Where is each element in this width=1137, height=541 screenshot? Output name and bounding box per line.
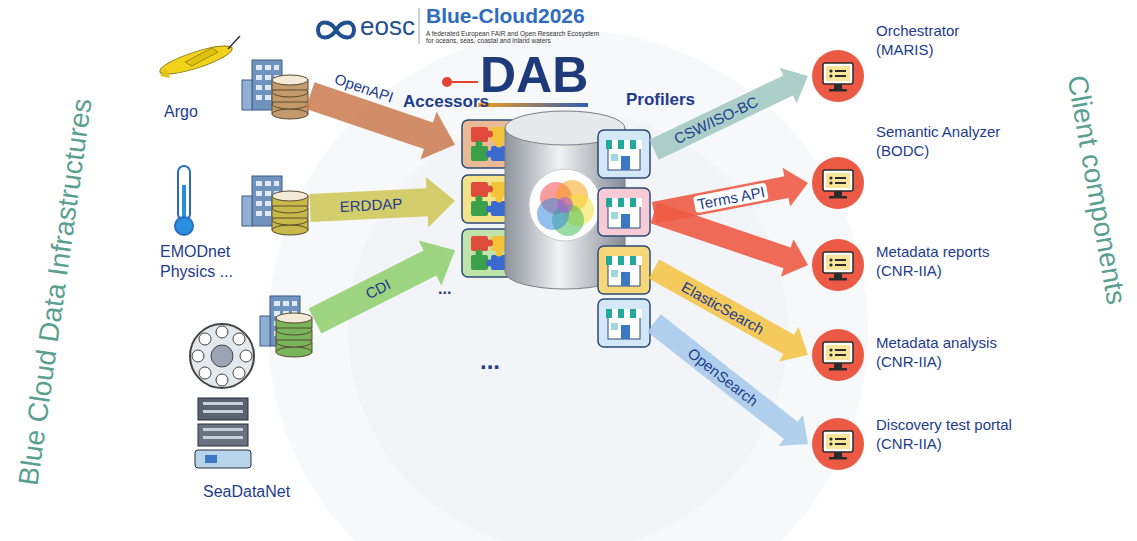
client-label: Metadata analysis (CNR-IIA) [876, 334, 1014, 372]
source-label: Argo [164, 102, 244, 122]
profiler-column: Profilers [596, 125, 654, 350]
column-heading: Profilers [626, 89, 716, 110]
client-node: Discovery test portal (CNR-IIA) [808, 418, 1038, 470]
instrument-rack [195, 398, 251, 468]
interface-arrow [309, 240, 455, 333]
project-tagline: A federated European FAIR and Open Resea… [426, 30, 602, 45]
profiler-icon [598, 246, 650, 294]
client-label: Semantic Analyzer (BODC) [876, 123, 1018, 161]
accessor-column: Accessors [455, 115, 520, 280]
interface-arrow [650, 202, 808, 276]
client-icon [812, 157, 864, 209]
thermometer [175, 166, 193, 235]
client-label: Discovery test portal (CNR-IIA) [876, 416, 1034, 454]
interface-label: CSW/ISO-BC [671, 93, 760, 148]
logo-text: eosc [360, 12, 415, 41]
profiler-icon [598, 188, 650, 236]
background-circles [268, 30, 868, 541]
eosc-symbol [318, 23, 354, 38]
client-node: Orchestrator (MARIS) [808, 50, 1038, 102]
column-heading: Accessors [403, 91, 493, 112]
logo-divider [419, 8, 420, 44]
client-node: Metadata reports (CNR-IIA) [808, 239, 1038, 291]
source-label: SeaDataNet [203, 482, 313, 502]
interface-label: CDI [363, 276, 394, 303]
source-node: Argo [160, 38, 310, 128]
profiler-icon [598, 130, 650, 178]
client-label: Metadata reports (CNR-IIA) [876, 243, 1008, 281]
client-node: Metadata analysis (CNR-IIA) [808, 329, 1038, 381]
side-title: Client components [1061, 73, 1132, 307]
client-icon [812, 239, 864, 291]
source-label: EMODnet Physics ... [160, 242, 252, 282]
client-icon [812, 50, 864, 102]
side-title: Blue Cloud Data Infrastructures [14, 96, 99, 487]
rosette-instrument [190, 324, 254, 388]
logo-text: DAB [480, 48, 588, 103]
source-node: EMODnet Physics ... [160, 160, 310, 290]
storage-disks [276, 313, 312, 357]
client-icon [812, 329, 864, 381]
interface-label: ElasticSearch [679, 278, 767, 338]
ellipsis: ... [438, 280, 451, 298]
profiler-icon [598, 299, 650, 347]
client-node: Semantic Analyzer (BODC) [808, 157, 1038, 209]
project-title: Blue-Cloud2026 [426, 4, 585, 27]
ellipsis: ... [480, 348, 500, 374]
client-icon [812, 418, 864, 470]
interface-arrow [649, 68, 808, 160]
argo-glider [157, 36, 240, 79]
storage-disks [272, 75, 308, 119]
interface-label: OpenSearch [685, 345, 762, 411]
storage-disks [272, 191, 308, 235]
interface-arrow [647, 314, 808, 446]
interface-arrow [309, 177, 455, 227]
client-label: Orchestrator (MARIS) [876, 22, 984, 60]
interface-label: Terms API [693, 182, 769, 213]
interface-label: OpenAPI [333, 70, 396, 106]
interface-label: ERDDAP [339, 195, 402, 215]
source-node: SeaDataNet [185, 300, 315, 510]
